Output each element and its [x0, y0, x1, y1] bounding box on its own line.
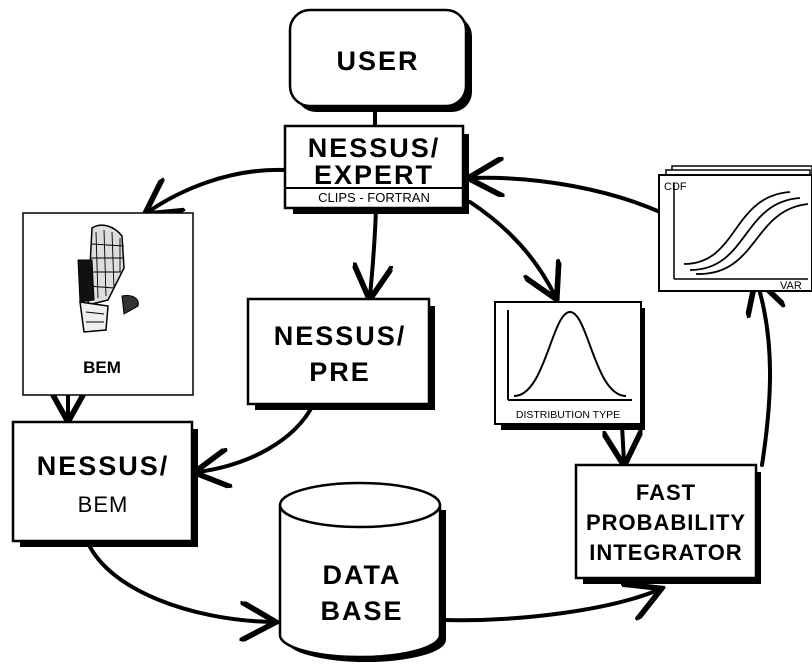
edge-distribution-fpi [622, 423, 624, 462]
edge-expert-distribution [468, 200, 555, 296]
database-line1: DATA [323, 560, 402, 590]
bem-model-node: BEM [22, 212, 194, 396]
expert-line1: NESSUS/ [308, 133, 441, 163]
bem-mesh-icon [77, 224, 139, 333]
cdf-plot-node: CDF VAR [658, 165, 812, 292]
bell-curve-icon [513, 310, 627, 397]
pre-line2: PRE [309, 357, 371, 387]
edge-cdf-expert [472, 178, 662, 214]
database-line2: BASE [320, 596, 403, 626]
pre-node: NESSUS/ PRE [246, 297, 435, 410]
edge-nessus-bem-database [86, 541, 272, 622]
connectors [68, 106, 770, 623]
bem-model-label: BEM [83, 358, 121, 377]
fpi-line2: PROBABILITY [586, 510, 746, 535]
user-label: USER [336, 46, 419, 76]
fpi-node: FAST PROBABILITY INTEGRATOR [574, 463, 761, 584]
cdf-ylabel: CDF [664, 181, 687, 193]
pre-line1: NESSUS/ [274, 321, 407, 351]
database-node: DATA BASE [278, 481, 446, 662]
edge-expert-pre [370, 206, 376, 296]
user-node: USER [288, 8, 472, 112]
fpi-line1: FAST [636, 480, 696, 505]
cdf-curves-icon [683, 191, 809, 275]
nessus-bem-line2: BEM [78, 492, 129, 517]
nessus-bem-node: NESSUS/ BEM [11, 420, 198, 547]
fpi-line3: INTEGRATOR [589, 540, 742, 565]
cdf-xlabel: VAR [780, 280, 802, 292]
nessus-bem-line1: NESSUS/ [37, 451, 170, 481]
edge-pre-nessus-bem [198, 403, 315, 472]
expert-line2: EXPERT [314, 160, 434, 190]
distribution-node: DISTRIBUTION TYPE [494, 301, 645, 430]
expert-node: NESSUS/ EXPERT CLIPS - FORTRAN [283, 124, 469, 214]
edge-database-fpi [440, 590, 658, 623]
edge-fpi-cdf [757, 282, 770, 467]
distribution-label: DISTRIBUTION TYPE [516, 409, 620, 421]
expert-sub: CLIPS - FORTRAN [318, 190, 430, 205]
edge-expert-bem-model [148, 167, 287, 212]
